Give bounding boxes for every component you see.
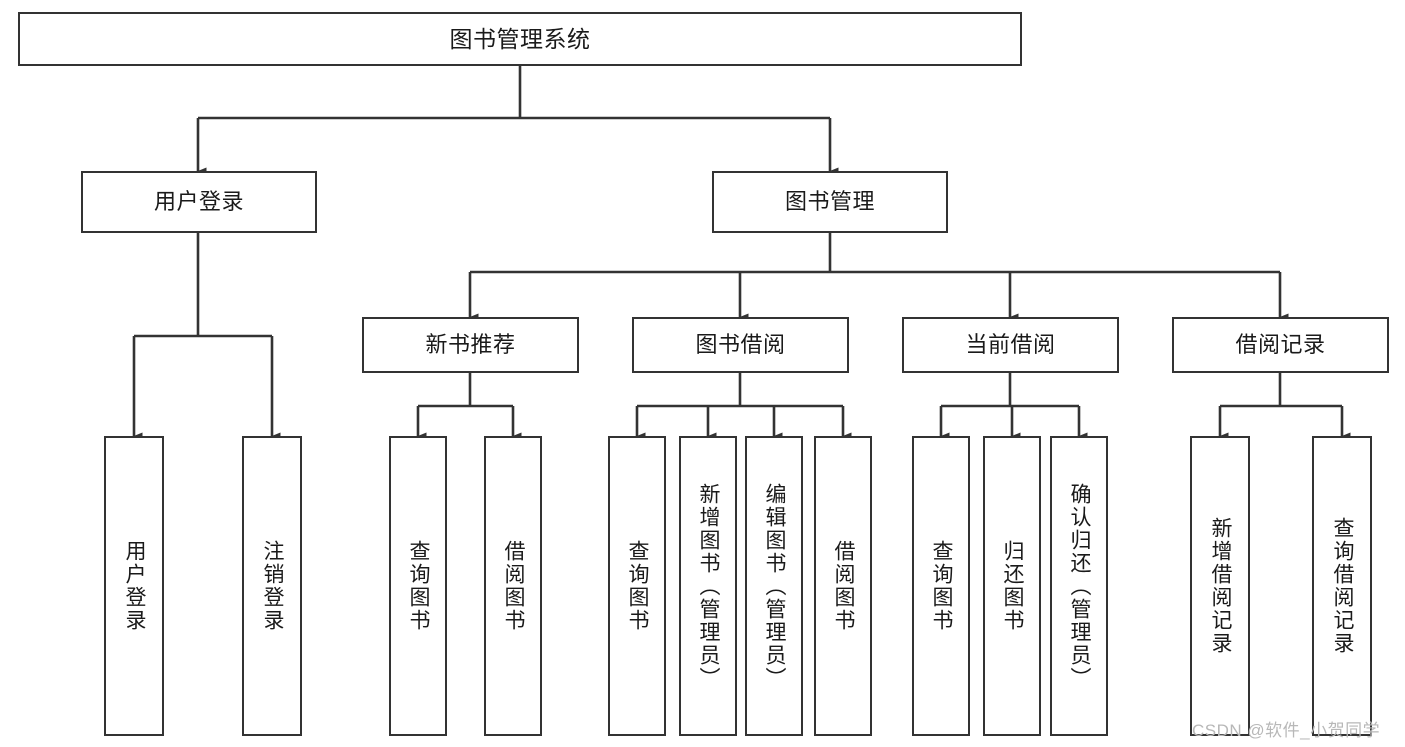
node-leaf-7[interactable]: 借阅图书: [814, 436, 872, 736]
node-label: 借阅图书: [832, 540, 856, 632]
node-label: 借阅图书: [502, 540, 526, 632]
node-label: 当前借阅: [965, 332, 1056, 358]
node-label: 图书管理系统: [449, 25, 591, 52]
node-label: 查询图书: [626, 540, 650, 632]
node-leaf-11[interactable]: 新增借阅记录: [1190, 436, 1250, 736]
node-label: 借阅记录: [1235, 332, 1326, 358]
node-label: 用户登录: [153, 189, 244, 215]
node-leaf-9[interactable]: 归还图书: [983, 436, 1041, 736]
node-level3-2[interactable]: 当前借阅: [902, 317, 1119, 373]
node-label: 新书推荐: [425, 332, 516, 358]
node-leaf-12[interactable]: 查询借阅记录: [1312, 436, 1372, 736]
node-label: 新增借阅记录: [1209, 517, 1233, 655]
node-leaf-3[interactable]: 借阅图书: [484, 436, 542, 736]
node-label: 归还图书: [1001, 540, 1025, 632]
node-level2-0[interactable]: 用户登录: [81, 171, 317, 233]
node-root-system[interactable]: 图书管理系统: [18, 12, 1022, 66]
node-leaf-1[interactable]: 注销登录: [242, 436, 302, 736]
node-label: 查询借阅记录: [1331, 517, 1355, 655]
node-level3-0[interactable]: 新书推荐: [362, 317, 579, 373]
csdn-watermark: CSDN @软件_小贺同学: [1192, 721, 1381, 740]
node-level3-3[interactable]: 借阅记录: [1172, 317, 1389, 373]
node-label: 用户登录: [123, 540, 147, 632]
node-label: 查询图书: [407, 540, 431, 632]
node-label: 编辑图书（管理员）: [763, 482, 787, 690]
node-label: 注销登录: [261, 540, 285, 632]
node-leaf-4[interactable]: 查询图书: [608, 436, 666, 736]
node-leaf-0[interactable]: 用户登录: [104, 436, 164, 736]
node-label: 图书管理: [784, 189, 875, 215]
node-level2-1[interactable]: 图书管理: [712, 171, 948, 233]
node-leaf-10[interactable]: 确认归还（管理员）: [1050, 436, 1108, 736]
node-label: 图书借阅: [695, 332, 786, 358]
node-leaf-5[interactable]: 新增图书（管理员）: [679, 436, 737, 736]
node-label: 查询图书: [930, 540, 954, 632]
node-level3-1[interactable]: 图书借阅: [632, 317, 849, 373]
node-leaf-8[interactable]: 查询图书: [912, 436, 970, 736]
node-label: 确认归还（管理员）: [1068, 482, 1092, 690]
node-leaf-2[interactable]: 查询图书: [389, 436, 447, 736]
node-label: 新增图书（管理员）: [697, 482, 721, 690]
node-leaf-6[interactable]: 编辑图书（管理员）: [745, 436, 803, 736]
